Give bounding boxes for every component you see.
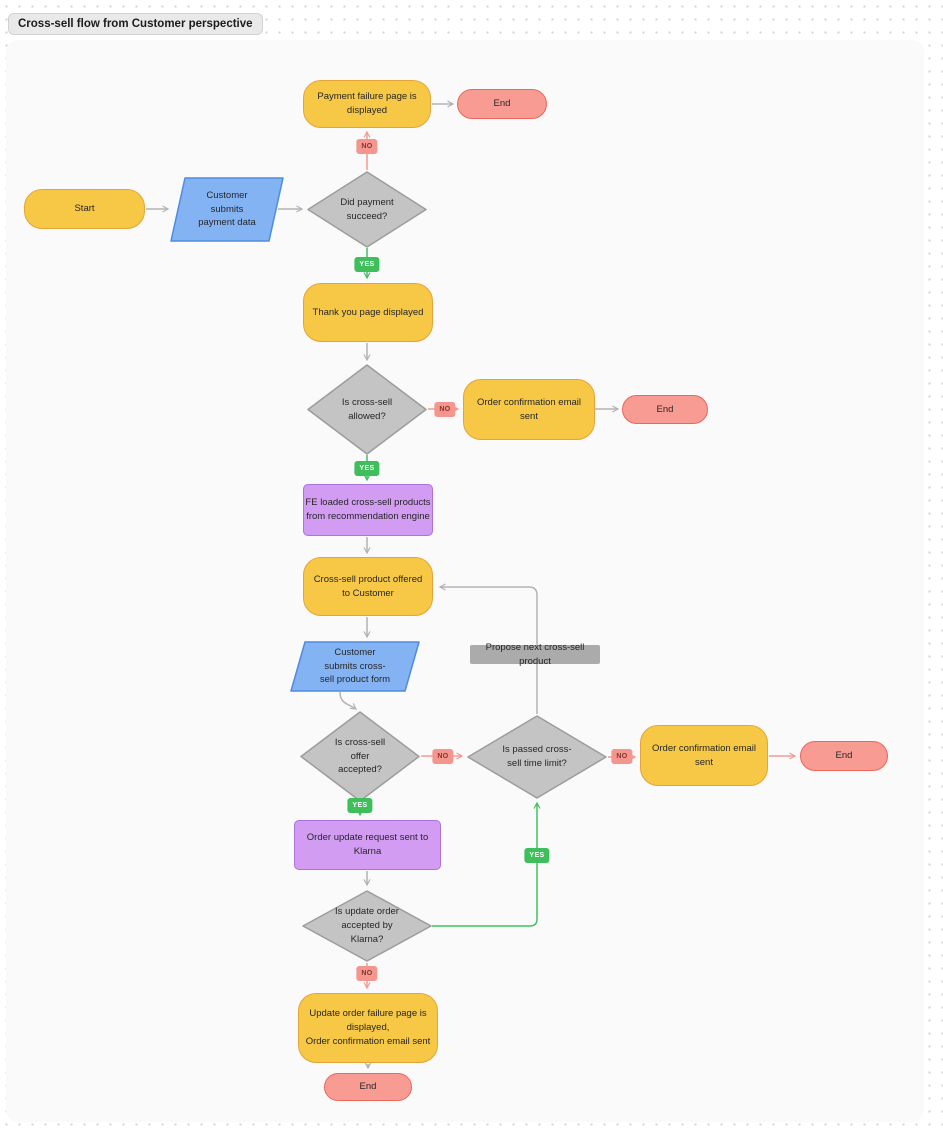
diamond-shape bbox=[302, 890, 432, 962]
diamond-shape bbox=[307, 171, 427, 248]
node-did-payment-succeed[interactable]: Did payment succeed? bbox=[307, 171, 427, 248]
node-cross-sell-product-offered[interactable]: Cross-sell product offered to Customer bbox=[303, 557, 433, 616]
frame-title[interactable]: Cross-sell flow from Customer perspectiv… bbox=[8, 13, 263, 35]
node-order-confirmation-email-1[interactable]: Order confirmation email sent bbox=[463, 379, 595, 440]
node-propose-next-cross-sell-label-label: Propose next cross-sell product bbox=[485, 641, 585, 667]
node-end-4-label: End bbox=[359, 1081, 377, 1093]
node-fe-loaded-cross-sell[interactable]: FE loaded cross-sell products from recom… bbox=[303, 484, 433, 536]
node-end-1[interactable]: End bbox=[457, 89, 547, 119]
badge-accepted-no[interactable]: NO bbox=[432, 749, 454, 764]
node-end-3[interactable]: End bbox=[800, 741, 888, 771]
node-order-update-request-klarna[interactable]: Order update request sent to Klarna bbox=[294, 820, 441, 870]
node-thank-you-page-label: Thank you page displayed bbox=[312, 306, 424, 318]
node-is-update-order-accepted[interactable]: Is update order accepted by Klarna? bbox=[302, 890, 432, 962]
badge-update-yes[interactable]: YES bbox=[524, 848, 550, 863]
edge-update-yes-loop-to-timelimit bbox=[432, 803, 537, 927]
node-order-confirmation-email-2[interactable]: Order confirmation email sent bbox=[640, 725, 768, 786]
node-is-passed-time-limit[interactable]: Is passed cross- sell time limit? bbox=[467, 715, 607, 799]
badge-allowed-no[interactable]: NO bbox=[434, 402, 456, 417]
node-is-cross-sell-allowed-label: Is cross-sell allowed? bbox=[341, 396, 393, 422]
diamond-shape bbox=[307, 364, 427, 455]
node-fe-loaded-cross-sell-label: FE loaded cross-sell products from recom… bbox=[305, 497, 431, 522]
node-update-order-failure-page-label: Update order failure page is displayed, … bbox=[305, 1008, 431, 1047]
node-update-order-failure-page[interactable]: Update order failure page is displayed, … bbox=[298, 993, 438, 1063]
node-start-label: Start bbox=[74, 203, 95, 215]
parallelogram-shape bbox=[290, 641, 420, 692]
node-payment-failure-page-label: Payment failure page is displayed bbox=[317, 91, 417, 116]
node-end-4[interactable]: End bbox=[324, 1073, 412, 1101]
diamond-shape bbox=[467, 715, 607, 799]
badge-payment-yes[interactable]: YES bbox=[354, 257, 380, 272]
node-is-update-order-accepted-label: Is update order accepted by Klarna? bbox=[335, 906, 399, 945]
node-thank-you-page[interactable]: Thank you page displayed bbox=[303, 283, 433, 342]
parallelogram-shape bbox=[170, 177, 284, 242]
edge-cross-sell-form-to-accepted-check bbox=[339, 691, 356, 709]
badge-accepted-yes[interactable]: YES bbox=[347, 798, 373, 813]
diagram-canvas bbox=[6, 40, 924, 1122]
node-cross-sell-product-offered-label: Cross-sell product offered to Customer bbox=[313, 573, 423, 599]
node-payment-failure-page[interactable]: Payment failure page is displayed bbox=[303, 80, 431, 128]
node-did-payment-succeed-label: Did payment succeed? bbox=[340, 196, 394, 222]
node-end-2-label: End bbox=[656, 403, 674, 415]
node-order-update-request-klarna-label: Order update request sent to Klarna bbox=[306, 832, 429, 857]
node-is-cross-sell-offer-accepted[interactable]: Is cross-sell offer accepted? bbox=[300, 711, 420, 802]
node-order-confirmation-email-1-label: Order confirmation email sent bbox=[476, 396, 581, 422]
node-end-3-label: End bbox=[835, 750, 853, 762]
node-end-1-label: End bbox=[493, 98, 511, 110]
node-order-confirmation-email-2-label: Order confirmation email sent bbox=[651, 742, 756, 768]
node-is-passed-time-limit-label: Is passed cross- sell time limit? bbox=[502, 744, 572, 769]
node-customer-submits-cross-sell-form[interactable]: Customer submits cross- sell product for… bbox=[290, 641, 420, 692]
node-start[interactable]: Start bbox=[24, 189, 145, 229]
node-customer-submits-payment-data-label: Customer submits payment data bbox=[198, 189, 256, 229]
node-is-cross-sell-offer-accepted-label: Is cross-sell offer accepted? bbox=[334, 736, 386, 776]
edge-timelimit-loop-to-offered bbox=[440, 587, 538, 714]
badge-payment-no[interactable]: NO bbox=[356, 139, 378, 154]
node-customer-submits-cross-sell-form-label: Customer submits cross- sell product for… bbox=[319, 646, 391, 686]
badge-update-no[interactable]: NO bbox=[356, 966, 378, 981]
badge-timelimit-no[interactable]: NO bbox=[611, 749, 633, 764]
badge-allowed-yes[interactable]: YES bbox=[354, 461, 380, 476]
node-customer-submits-payment-data[interactable]: Customer submits payment data bbox=[170, 177, 284, 242]
node-is-cross-sell-allowed[interactable]: Is cross-sell allowed? bbox=[307, 364, 427, 455]
node-end-2[interactable]: End bbox=[622, 395, 708, 424]
node-propose-next-cross-sell-label[interactable]: Propose next cross-sell product bbox=[470, 642, 600, 667]
